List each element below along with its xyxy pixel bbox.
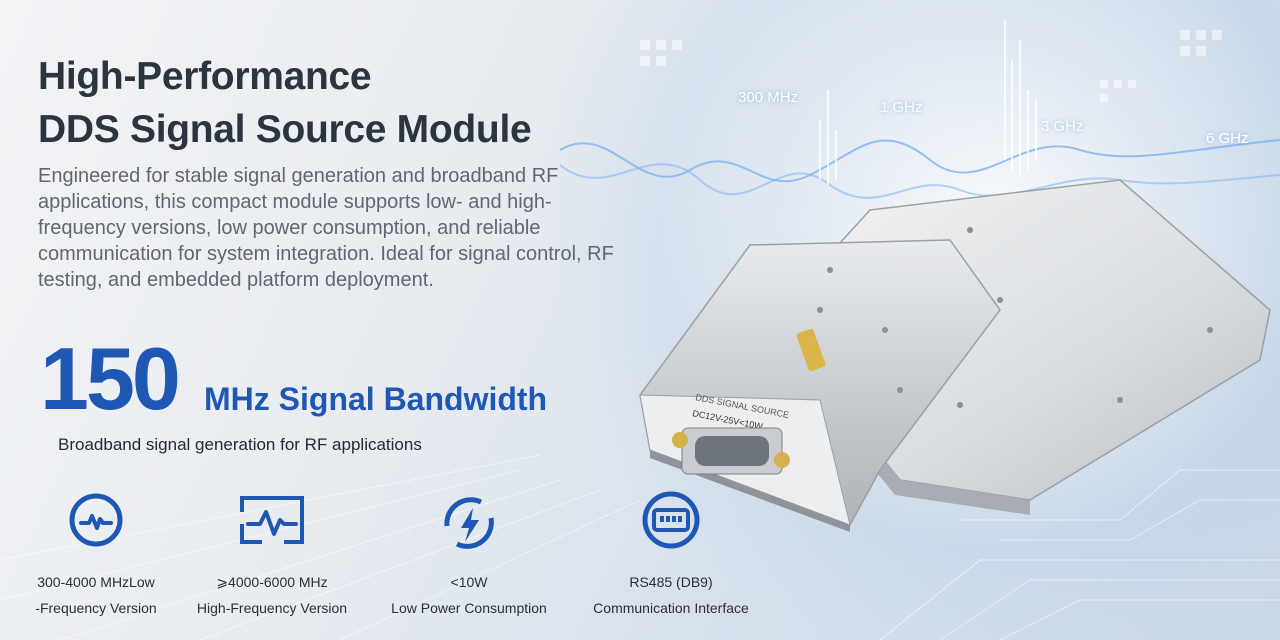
pulse-circle-icon <box>69 493 123 547</box>
feature-low-frequency: 300-4000 MHzLow -Frequency Version <box>0 490 196 617</box>
dds-module-image: DDS SIGNAL SOURCE DC12V-25V<10W <box>639 179 1271 532</box>
feature-2-caption: High-Frequency Version <box>196 600 348 616</box>
bandwidth-unit: MHz Signal Bandwidth <box>204 381 548 417</box>
feature-1-title: 300-4000 MHzLow <box>37 574 155 590</box>
feature-3-title: <10W <box>450 574 488 590</box>
frequency-label-1ghz: 1 GHz <box>880 99 923 116</box>
feature-1-caption: -Frequency Version <box>35 600 157 616</box>
feature-4-caption: Communication Interface <box>593 600 749 616</box>
title-line-2: DDS Signal Source Module <box>38 108 532 151</box>
intro-paragraph: Engineered for stable signal generation … <box>38 165 614 291</box>
bandwidth-subtitle: Broadband signal generation for RF appli… <box>58 435 422 454</box>
frequency-label-3ghz: 3 GHz <box>1041 118 1084 135</box>
lightning-bolt-icon <box>444 497 494 549</box>
feature-2-title: ⩾4000-6000 MHz <box>216 574 328 590</box>
waveform-square-icon <box>240 496 304 544</box>
feature-4-title: RS485 (DB9) <box>629 574 713 590</box>
frequency-label-300mhz: 300 MHz <box>738 89 799 106</box>
bandwidth-number: 150 <box>40 329 181 428</box>
frequency-label-6ghz: 6 GHz <box>1206 130 1249 147</box>
feature-low-power: <10W Low Power Consumption <box>369 490 569 617</box>
db9-port-icon <box>642 491 700 549</box>
signal-wave <box>559 139 1280 199</box>
feature-high-frequency: ⩾4000-6000 MHz High-Frequency Version <box>172 490 372 617</box>
title-line-1: High-Performance <box>38 55 372 98</box>
page-title: High-Performance DDS Signal Source Modul… <box>38 50 532 156</box>
feature-rs485-interface: RS485 (DB9) Communication Interface <box>571 490 771 617</box>
feature-3-caption: Low Power Consumption <box>391 600 547 616</box>
